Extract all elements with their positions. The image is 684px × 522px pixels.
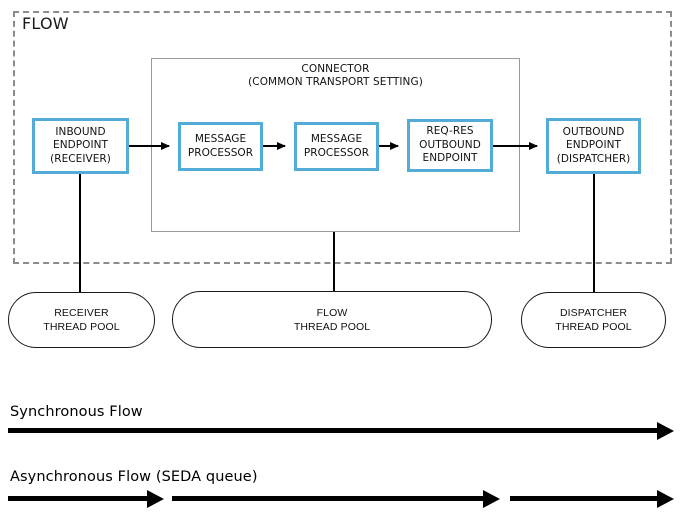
synchronous-flow-arrow-icon (8, 421, 674, 440)
connector-label-line1: CONNECTOR (301, 63, 370, 75)
asynchronous-flow-label: Asynchronous Flow (SEDA queue) (10, 469, 258, 485)
synchronous-flow-label: Synchronous Flow (10, 404, 143, 420)
connector-line-dispatcher-pool (593, 174, 595, 292)
connector-label: CONNECTOR (COMMON TRANSPORT SETTING) (151, 63, 520, 89)
asynchronous-flow-arrow-segment-1-icon (8, 489, 164, 508)
arrow-inbound-to-processor-icon (129, 141, 170, 150)
arrow-reqres-to-outbound-icon (493, 141, 538, 150)
flow-boundary (13, 11, 672, 264)
arrow-processor-to-processor-icon (263, 141, 286, 150)
connector-label-line2: (COMMON TRANSPORT SETTING) (248, 76, 423, 88)
connector-line-flow-pool (333, 232, 335, 292)
connector-line-receiver-pool (79, 174, 81, 293)
flow-title: FLOW (22, 14, 69, 33)
asynchronous-flow-arrow-segment-3-icon (510, 489, 674, 508)
arrow-processor-to-reqres-icon (379, 141, 399, 150)
asynchronous-flow-arrow-segment-2-icon (172, 489, 500, 508)
